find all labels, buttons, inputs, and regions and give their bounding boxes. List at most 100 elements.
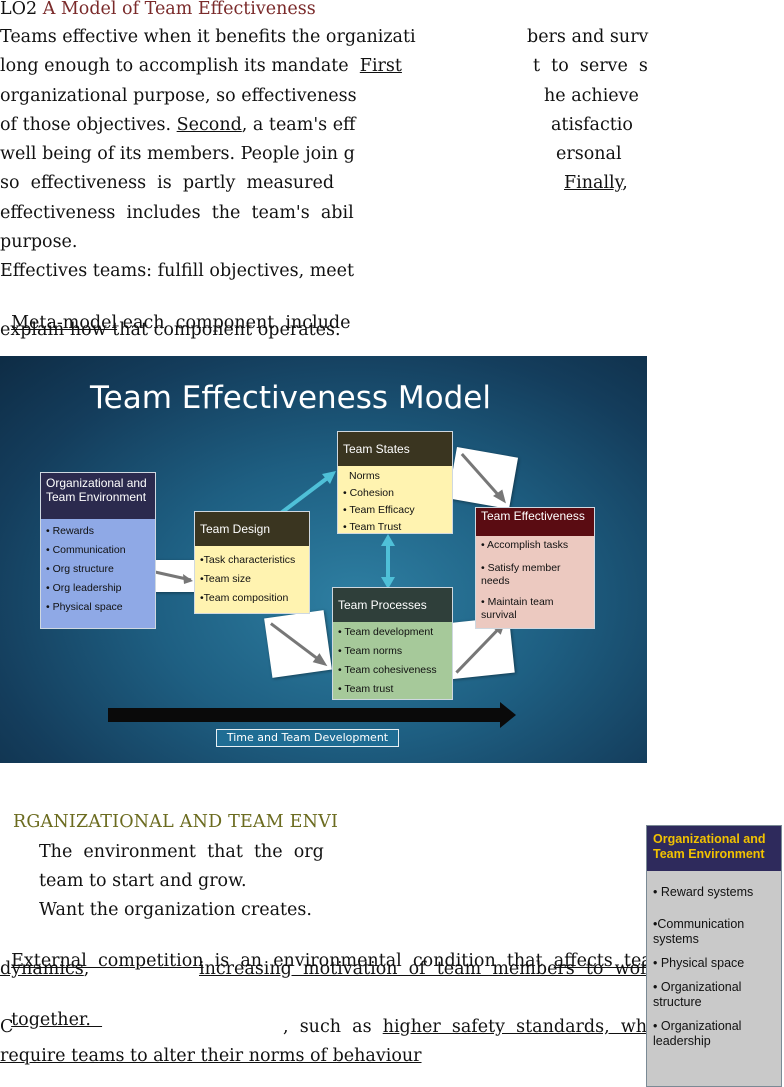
text-line: well being of its members. People join g <box>0 144 355 164</box>
text-line: t to serve s <box>533 56 648 76</box>
list-item: Norms <box>349 470 380 482</box>
list-item: • Team norms <box>338 645 403 657</box>
list-item: • Maintain team survival <box>481 596 554 621</box>
text-fragment: , such as <box>283 1017 383 1037</box>
text-line: so effectiveness is partly measured <box>0 173 335 193</box>
list-item: • Reward systems <box>653 885 754 899</box>
list-item: • Team cohesiveness <box>338 664 437 676</box>
arrow-card-env-to-design <box>153 560 195 592</box>
text-line: Finally, <box>564 172 628 194</box>
text-line: purpose. <box>0 232 78 252</box>
lo-heading: LO2 A Model of Team Effectiveness <box>0 0 316 20</box>
text-line: Effectives teams: fulfill objectives, me… <box>0 261 355 281</box>
list-item: • Cohesion <box>343 487 394 499</box>
arrowhead <box>322 471 336 484</box>
text-line: bers and surv <box>527 27 649 47</box>
text-line: require teams to alter their norms of be… <box>0 1045 422 1067</box>
arrowhead <box>381 577 395 589</box>
text-line: Meta-model each component include <box>0 290 350 334</box>
arrow-card-design-to-processes <box>264 610 332 678</box>
diagram-arrows <box>108 471 516 728</box>
text-fragment: , a team's eff <box>241 115 356 135</box>
team-processes-box: Team Processes • Team development • Team… <box>332 587 453 700</box>
first-keyword: First <box>359 56 402 76</box>
second-keyword: Second <box>176 115 242 135</box>
timeline-label: Time and Team Development <box>216 729 399 747</box>
list-item: • Rewards <box>46 525 95 537</box>
list-item: • Team trust <box>338 683 394 695</box>
team-processes-header: Team Processes <box>333 588 452 622</box>
text-line: of those objectives. Second, a team's ef… <box>0 114 355 136</box>
text-line: long enough to accomplish its mandate Fi… <box>0 55 402 77</box>
text-fragment: , <box>622 173 628 193</box>
team-effectiveness-header: Team Effectiveness <box>476 508 594 536</box>
team-states-header: Team States <box>338 432 452 466</box>
list-item: • Physical space <box>653 956 745 970</box>
text-line: Want the organization creates. <box>39 900 312 920</box>
list-item: • Organizational leadership <box>653 1019 742 1048</box>
text-fragment: long enough to accomplish its mandate <box>0 56 349 76</box>
text-fragment: of those objectives. <box>0 115 172 135</box>
list-item: •Team size <box>200 573 251 585</box>
org-env-box: Organizational and Team Environment • Re… <box>40 472 156 629</box>
list-item: •Team composition <box>200 592 289 604</box>
text-fragment: each component include <box>117 313 351 333</box>
list-item: • Org structure <box>46 563 114 575</box>
list-item: • Accomplish tasks <box>481 539 569 551</box>
team-design-box: Team Design •Task characteristics •Team … <box>194 511 310 614</box>
timeline-arrowhead <box>500 702 516 728</box>
text-fragment: , such as higher safety standards, which <box>283 1016 674 1038</box>
team-design-list: •Task characteristics •Team size •Team c… <box>195 546 309 612</box>
team-effectiveness-list: • Accomplish tasks • Satisfy member need… <box>476 536 594 629</box>
meta-model-keyword: Meta-model <box>11 313 118 333</box>
team-states-box: Team States Norms • Cohesion • Team Effi… <box>337 431 453 534</box>
list-item: • Satisfy member needs <box>481 562 561 587</box>
text-line: atisfactio <box>551 115 633 135</box>
text-fragment: is an environmental condition that <box>203 951 554 971</box>
list-item: • Organizational structure <box>653 980 742 1009</box>
text-line: dynamics, increasing motivation of team … <box>0 958 659 980</box>
norms-behaviour-text: require teams to alter their norms of be… <box>0 1046 422 1066</box>
list-item: • Org leadership <box>46 582 122 594</box>
section-heading: RGANIZATIONAL AND TEAM ENVI <box>13 812 339 832</box>
text-line: effectiveness includes the team's abil <box>0 203 354 223</box>
text-line: organizational purpose, so effectiveness <box>0 86 357 106</box>
text-line: Teams effective when it benefits the org… <box>0 27 416 47</box>
text-line: he achieve <box>544 86 639 106</box>
text-line: explain how that component operates. <box>0 320 341 340</box>
team-effectiveness-box: Team Effectiveness • Accomplish tasks • … <box>475 507 595 629</box>
list-item: • Team Efficacy <box>343 504 415 516</box>
list-item: •Communication systems <box>653 917 745 946</box>
timeline-arrow-shaft <box>108 708 503 722</box>
safety-standards-text: higher safety standards, which <box>382 1017 674 1037</box>
team-processes-list: • Team development • Team norms • Team c… <box>333 622 452 703</box>
side-list: • Reward systems •Communication systems … <box>647 871 781 1049</box>
text-fragment: C <box>0 1017 14 1037</box>
increasing-motivation-text: increasing motivation of team members to… <box>199 959 660 979</box>
list-item: •Task characteristics <box>200 554 296 566</box>
team-effectiveness-slide: Team Effectiveness Model Organizational … <box>0 356 647 763</box>
team-design-header: Team Design <box>195 512 309 546</box>
together-keyword: together. <box>11 1010 103 1030</box>
finally-keyword: Finally <box>564 173 623 193</box>
text-line: The environment that the org <box>39 842 324 862</box>
dynamics-keyword: dynamics <box>0 959 84 979</box>
arrow-design-to-states <box>275 474 332 518</box>
list-item: • Team Trust <box>343 521 402 533</box>
side-header: Organizational and Team Environment <box>647 826 781 871</box>
org-env-side-image: Organizational and Team Environment • Re… <box>646 825 782 1087</box>
lo-prefix: LO2 <box>0 0 38 19</box>
org-env-list: • Rewards • Communication • Org structur… <box>41 519 155 621</box>
text-line: team to start and grow. <box>39 871 247 891</box>
slide-title: Team Effectiveness Model <box>90 380 491 416</box>
text-line: ersonal <box>556 144 622 164</box>
arrow-card-states-to-effectiveness <box>447 447 519 509</box>
list-item: • Communication <box>46 544 126 556</box>
list-item: • Physical space <box>46 601 123 613</box>
arrowhead <box>381 534 395 546</box>
list-item: • Team development <box>338 626 434 638</box>
lo-title: A Model of Team Effectiveness <box>42 0 316 19</box>
text-line: together. <box>0 987 102 1031</box>
team-states-list: Norms • Cohesion • Team Efficacy • Team … <box>338 466 452 541</box>
text-fragment: , <box>83 959 90 979</box>
